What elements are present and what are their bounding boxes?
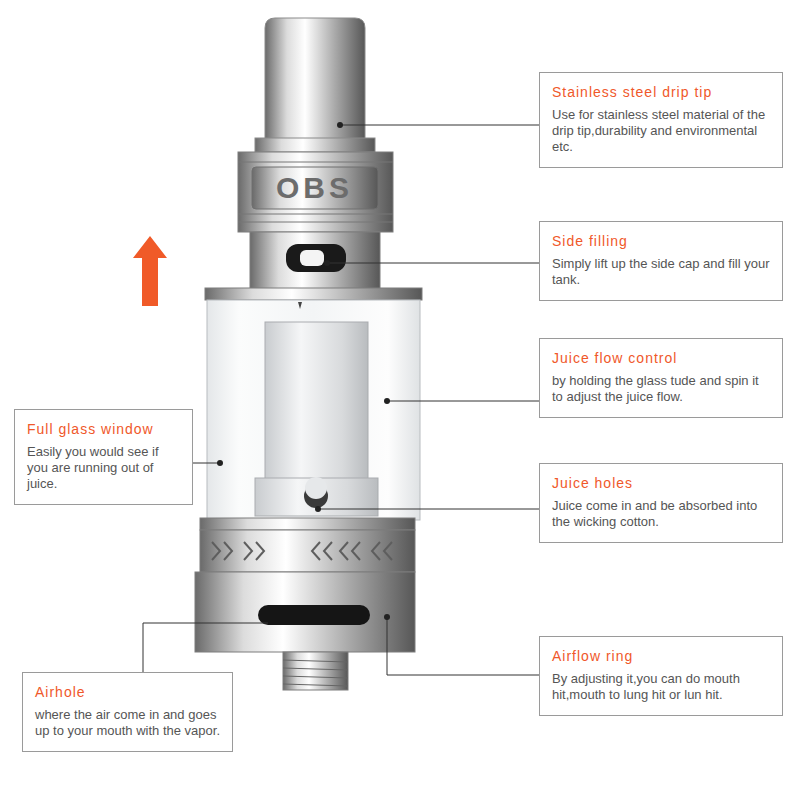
callout-heading: Airflow ring — [552, 647, 770, 665]
callout-box: Airflow ring By adjusting it,you can do m… — [539, 636, 783, 716]
callout-heading: Juice flow control — [552, 349, 770, 367]
callout-body: Juice come in and be absorbed into the w… — [552, 498, 770, 530]
callout-body: where the air come in and goes up to you… — [35, 707, 220, 739]
callout-heading: Stainless steel drip tip — [552, 83, 770, 101]
callout-box: Airhole where the air come in and goes up… — [22, 672, 233, 752]
callout-body: By adjusting it,you can do mouth hit,mou… — [552, 671, 770, 703]
callout-body: Use for stainless steel material of the … — [552, 107, 770, 155]
callout-body: Simply lift up the side cap and fill you… — [552, 256, 770, 288]
callout-body: Easily you would see if you are running … — [27, 444, 180, 492]
brand-mark: OBS — [276, 173, 353, 203]
callout-box: Side fillingSimply lift up the side cap … — [539, 221, 783, 301]
callout-box: Juice holesJuice come in and be absorbed… — [539, 463, 783, 543]
callout-heading: Airhole — [35, 683, 220, 701]
callout-heading: Side filling — [552, 232, 770, 250]
callout-heading: Juice holes — [552, 474, 770, 492]
callout-box: Juice flow control by holding the glass t… — [539, 338, 783, 418]
callout-heading: Full glass window — [27, 420, 180, 438]
callout-body: by holding the glass tude and spin it to… — [552, 373, 770, 405]
callout-box: Full glass windowEasily you would see if… — [14, 409, 193, 505]
callout-box: Stainless steel drip tipUse for stainles… — [539, 72, 783, 168]
